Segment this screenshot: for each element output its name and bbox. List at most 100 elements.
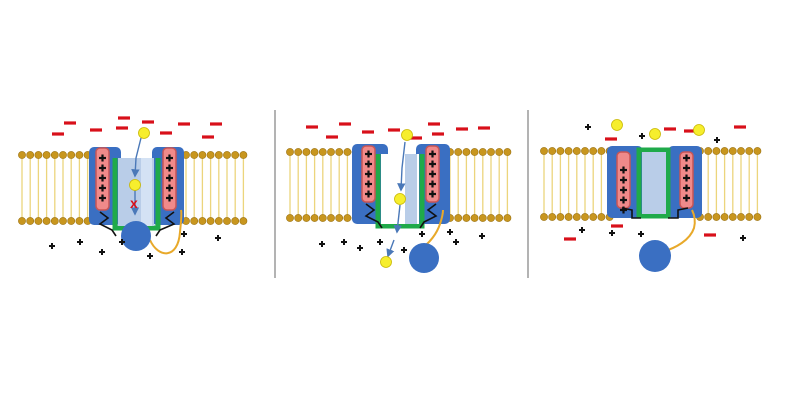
counter-ions-inside xyxy=(319,229,485,253)
channel-protein xyxy=(607,146,702,219)
negative-charge-icon xyxy=(210,122,222,126)
lipid-head xyxy=(470,214,479,222)
negative-charge-icon xyxy=(118,116,130,120)
lipid-head xyxy=(720,213,729,221)
plus-icon xyxy=(99,164,106,172)
negative-charge-icon xyxy=(478,126,490,130)
counter-ion-icon xyxy=(579,227,585,233)
counter-ions-outside xyxy=(585,124,720,143)
linker-left xyxy=(98,211,117,237)
plus-icon xyxy=(166,154,173,162)
cation-icon xyxy=(380,256,392,268)
negative-charges-outside xyxy=(52,116,222,139)
lipid-head xyxy=(462,214,471,222)
plus-icon xyxy=(683,174,690,182)
plus-icon xyxy=(365,170,372,178)
plus-icon xyxy=(99,194,106,202)
lipid-head xyxy=(223,151,231,159)
lipid-head xyxy=(302,214,311,222)
lipid-head xyxy=(737,213,745,221)
cation-icon xyxy=(401,129,413,141)
positive-charges-left xyxy=(620,166,627,214)
plus-icon xyxy=(683,154,690,162)
counter-ions-inside xyxy=(579,227,746,241)
positive-charges-right xyxy=(166,154,173,202)
negative-charge-icon xyxy=(684,129,696,133)
panel-inactivated xyxy=(540,119,762,272)
plus-icon xyxy=(429,190,436,198)
lipid-bilayer-left xyxy=(540,147,614,221)
lipid-head xyxy=(564,147,573,155)
lipid-head xyxy=(75,217,84,225)
lipid-head xyxy=(335,214,344,222)
plus-icon xyxy=(365,180,372,188)
divider-lines xyxy=(274,110,529,278)
flow-arrow xyxy=(386,239,395,258)
lipid-head xyxy=(548,147,557,155)
lipid-head xyxy=(327,148,335,156)
lipid-head xyxy=(318,214,327,222)
counter-ion-icon xyxy=(77,239,83,245)
negative-charges-outside xyxy=(605,125,746,141)
lipid-head xyxy=(712,147,721,155)
lipid-head xyxy=(294,214,303,222)
negative-charge-icon xyxy=(664,127,676,131)
lipid-head xyxy=(198,217,207,225)
lipid-bilayer-right xyxy=(182,151,248,225)
counter-ion-icon xyxy=(447,229,453,235)
counter-ion-icon xyxy=(479,233,485,239)
lipid-head xyxy=(190,217,199,225)
linker-right xyxy=(419,203,438,229)
lipid-head xyxy=(302,148,311,156)
counter-ion-icon xyxy=(714,137,720,143)
lipid-head xyxy=(343,214,352,222)
negative-charge-icon xyxy=(306,125,318,129)
lipid-head xyxy=(239,151,248,159)
ball-tether xyxy=(149,209,183,255)
lipid-head xyxy=(462,148,471,156)
lipid-head xyxy=(318,148,327,156)
plus-icon xyxy=(620,176,627,184)
lipid-head xyxy=(286,148,294,156)
lipid-head xyxy=(478,148,487,156)
negative-charge-icon xyxy=(388,128,400,132)
lipid-head xyxy=(597,213,606,221)
inactivation-ball xyxy=(121,221,151,251)
counter-ion-icon xyxy=(453,239,459,245)
lipid-head xyxy=(753,147,762,155)
pore xyxy=(642,152,666,214)
lipid-head xyxy=(231,217,240,225)
negative-charge-icon xyxy=(456,127,468,131)
plus-icon xyxy=(620,206,627,214)
lipid-head xyxy=(581,147,589,155)
lipid-head xyxy=(50,151,59,159)
lipid-head xyxy=(42,217,51,225)
lipid-head xyxy=(704,213,713,221)
lipid-head xyxy=(454,214,463,222)
lipid-head xyxy=(34,217,43,225)
lipid-head xyxy=(495,214,504,222)
lipid-head xyxy=(753,213,762,221)
cation-icon xyxy=(649,128,661,140)
pore-inner-wall xyxy=(405,154,417,224)
channel-lining xyxy=(636,147,671,219)
counter-ion-icon xyxy=(357,245,363,251)
counter-ion-icon xyxy=(147,253,153,259)
negative-charge-icon xyxy=(160,131,172,135)
lipid-head xyxy=(487,148,495,156)
negative-charge-icon xyxy=(64,121,76,125)
plus-icon xyxy=(683,194,690,202)
counter-ion-icon xyxy=(377,239,383,245)
positive-charges-right xyxy=(429,150,436,198)
plus-icon xyxy=(99,174,106,182)
lipid-head xyxy=(495,148,504,156)
plus-icon xyxy=(166,174,173,182)
counter-ion-icon xyxy=(639,133,645,139)
cations xyxy=(380,129,413,268)
negative-charge-icon xyxy=(410,136,422,140)
negative-charges-outside xyxy=(306,122,490,140)
counter-ion-icon xyxy=(419,231,425,237)
lipid-head xyxy=(294,148,303,156)
lipid-head xyxy=(745,147,754,155)
